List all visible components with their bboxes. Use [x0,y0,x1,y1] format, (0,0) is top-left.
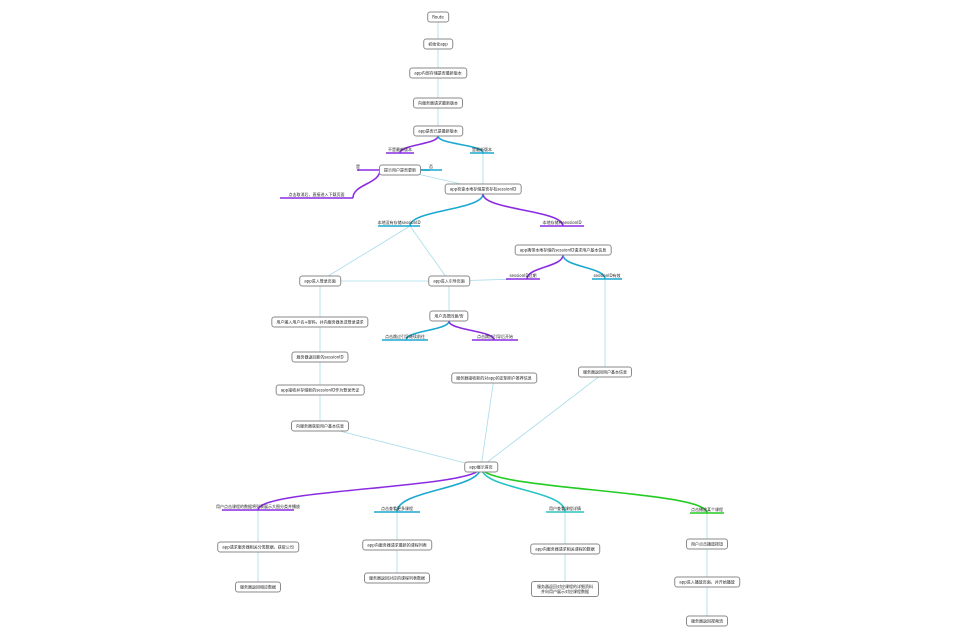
branch-curve-session-valid [562,254,606,280]
flow-node-b3-b[interactable]: 服务器返回对应课程的详细资料并向用户展示对应课程数据 [531,581,599,597]
flow-node-n-start[interactable]: Route [427,11,449,23]
branch-curve-no-session [409,193,484,227]
branch-curve-guide-no [405,320,450,341]
edge-label-cancel-update: 点击取消后，直接进入下载页面 [288,192,345,197]
branch-curve-home-b1 [257,466,482,511]
flow-node-b4-b[interactable]: app进入播放页面，并开始播放 [674,576,740,588]
edge-label-no: 否 [429,164,433,169]
edge-label-home-b3: 用户查看课程详情 [549,506,581,511]
branch-curve-home-b2 [396,466,482,513]
flow-node-n-login-page[interactable]: app进入登录页面 [299,275,341,287]
flow-node-b2-a[interactable]: app向服务器请求最新的课程列表 [362,539,432,551]
flow-node-b4-a[interactable]: 用户点击播放按钮 [686,538,728,550]
edge-label-guide-no: 点击跳过引导继续前往 [385,334,425,339]
edge-label-home-b4: 点击播放某个课程 [691,507,723,512]
edge-label-no-session: 本地没有存储sessionID [377,220,421,225]
flow-node-n-home[interactable]: app展示首页 [464,461,498,473]
flow-node-n-guide-page[interactable]: app进入引导页面 [428,275,470,287]
edge-label-session-valid: sessionID有效 [593,273,621,278]
flow-node-n-input-credentials[interactable]: 用户输入用户名+密码，并向服务器发送登录请求 [271,316,369,328]
flow-node-n-check-ver[interactable]: app内部存储是否最新版本 [409,67,467,79]
flow-node-b3-a[interactable]: app向服务器请求相关课程的数据 [530,543,600,555]
branch-curve-latest [437,135,484,154]
edge-label-has-session: 本地存储有sessionID [542,220,582,225]
edge-label-yes: 是 [356,164,360,169]
flow-node-n-user-agree[interactable]: 用户选择同意/否 [429,310,469,322]
flow-node-n-save-session[interactable]: app接收并存储新的sessionID作为登录凭证 [275,384,365,396]
flow-node-n-fetch-user[interactable]: 向服务器获取用户基本信息 [291,420,349,432]
branch-curve-cancel-update [352,169,381,199]
flow-node-n-init[interactable]: 初始化app [423,38,453,50]
flow-node-n-guide-server[interactable]: 服务器接收新的对app的定制用户推荐信息 [451,372,537,384]
edge-label-session-expired: sessionID过期 [509,273,537,278]
edge-label-guide-yes: 点击跳过引导后开始 [477,334,513,339]
branch-curve-not-latest [399,135,439,154]
edge-label-home-b1: 用户点击课程的数据将列表展示大图分类并播放 [216,504,300,509]
flow-node-n-check-login[interactable]: app检查本地存储是否存有sessionID [444,183,522,195]
flow-node-n-prompt-update[interactable]: 提示用户是否更新 [379,164,421,176]
flow-node-b2-b[interactable]: 服务器返回对应的课程列表数据 [364,572,430,584]
flow-node-b4-c[interactable]: 服务器返回视频流 [686,615,728,627]
flow-node-b1-a[interactable]: app请求服务器相关分类数据，获取公司 [217,541,299,553]
branch-curve-home-b4 [480,466,708,514]
branch-curves [222,135,724,514]
edge-label-latest: 是最新版本 [472,147,492,152]
branch-curve-home-b3 [480,466,566,513]
edge-label-not-latest: 不是最新版本 [388,147,412,152]
flow-node-n-server-ver[interactable]: 向服务器请求最新版本 [413,97,463,109]
flow-node-n-server-session[interactable]: 服务器返回新的sessionID [291,351,349,363]
branch-curve-session-expired [526,254,564,280]
branch-curve-guide-yes [448,320,495,341]
branch-curve-has-session [482,193,564,227]
edge-label-home-b2: 点击查看更多课程 [381,506,413,511]
flow-node-n-server-user-info[interactable]: 服务器返回用户基本信息 [578,366,632,378]
flow-node-n-verify-session[interactable]: app携带本地存储的sessionID请求用户基本信息 [514,244,612,256]
flow-node-b1-b[interactable]: 服务器返回相应数据 [235,581,281,593]
flow-node-n-is-latest[interactable]: app是否已是最新版本 [413,125,463,137]
